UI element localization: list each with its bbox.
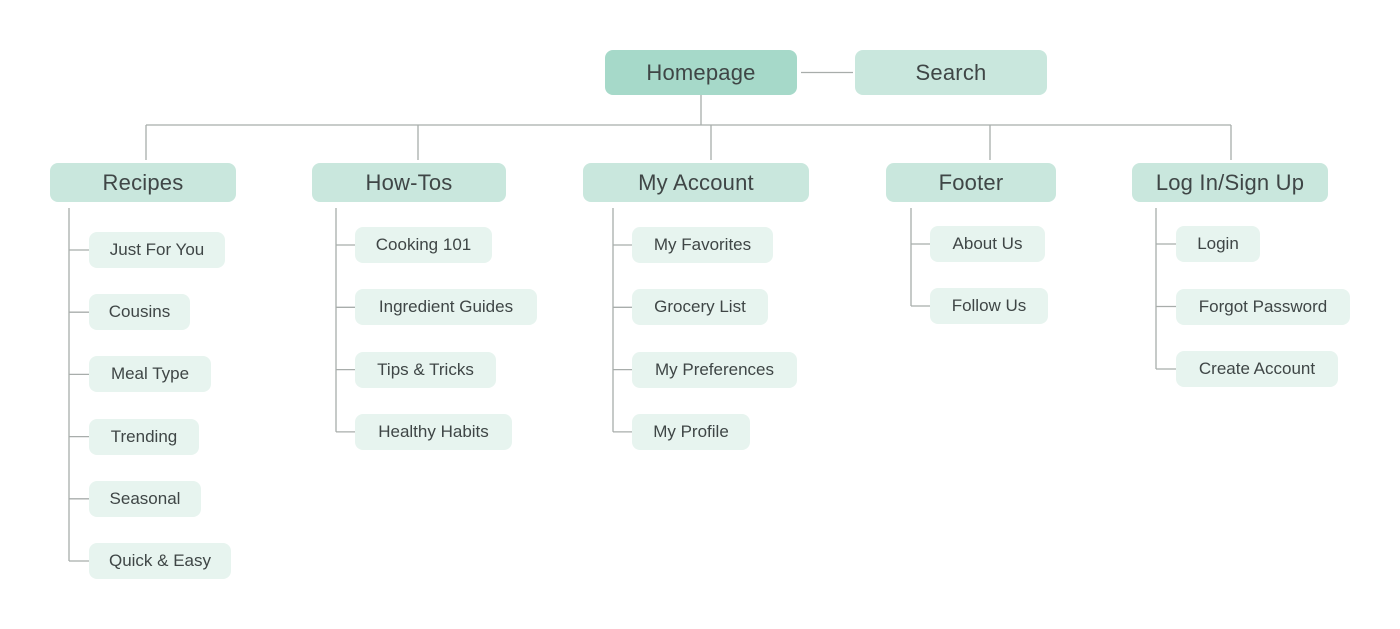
leaf-trending[interactable]: Trending [89, 419, 199, 455]
leaf-cousins[interactable]: Cousins [89, 294, 190, 330]
leaf-grocery-list[interactable]: Grocery List [632, 289, 768, 325]
leaf-my-preferences[interactable]: My Preferences [632, 352, 797, 388]
leaf-follow-us[interactable]: Follow Us [930, 288, 1048, 324]
leaf-seasonal[interactable]: Seasonal [89, 481, 201, 517]
leaf-tips-tricks[interactable]: Tips & Tricks [355, 352, 496, 388]
leaf-just-for-you[interactable]: Just For You [89, 232, 225, 268]
homepage-node[interactable]: Homepage [605, 50, 797, 95]
search-node[interactable]: Search [855, 50, 1047, 95]
leaf-forgot-password[interactable]: Forgot Password [1176, 289, 1350, 325]
leaf-meal-type[interactable]: Meal Type [89, 356, 211, 392]
leaf-cooking-101[interactable]: Cooking 101 [355, 227, 492, 263]
leaf-my-favorites[interactable]: My Favorites [632, 227, 773, 263]
section-log-in-sign-up[interactable]: Log In/Sign Up [1132, 163, 1328, 202]
section-how-tos[interactable]: How-Tos [312, 163, 506, 202]
section-recipes[interactable]: Recipes [50, 163, 236, 202]
leaf-healthy-habits[interactable]: Healthy Habits [355, 414, 512, 450]
leaf-my-profile[interactable]: My Profile [632, 414, 750, 450]
section-footer[interactable]: Footer [886, 163, 1056, 202]
leaf-create-account[interactable]: Create Account [1176, 351, 1338, 387]
leaf-login[interactable]: Login [1176, 226, 1260, 262]
leaf-quick-easy[interactable]: Quick & Easy [89, 543, 231, 579]
leaf-ingredient-guides[interactable]: Ingredient Guides [355, 289, 537, 325]
section-my-account[interactable]: My Account [583, 163, 809, 202]
leaf-about-us[interactable]: About Us [930, 226, 1045, 262]
